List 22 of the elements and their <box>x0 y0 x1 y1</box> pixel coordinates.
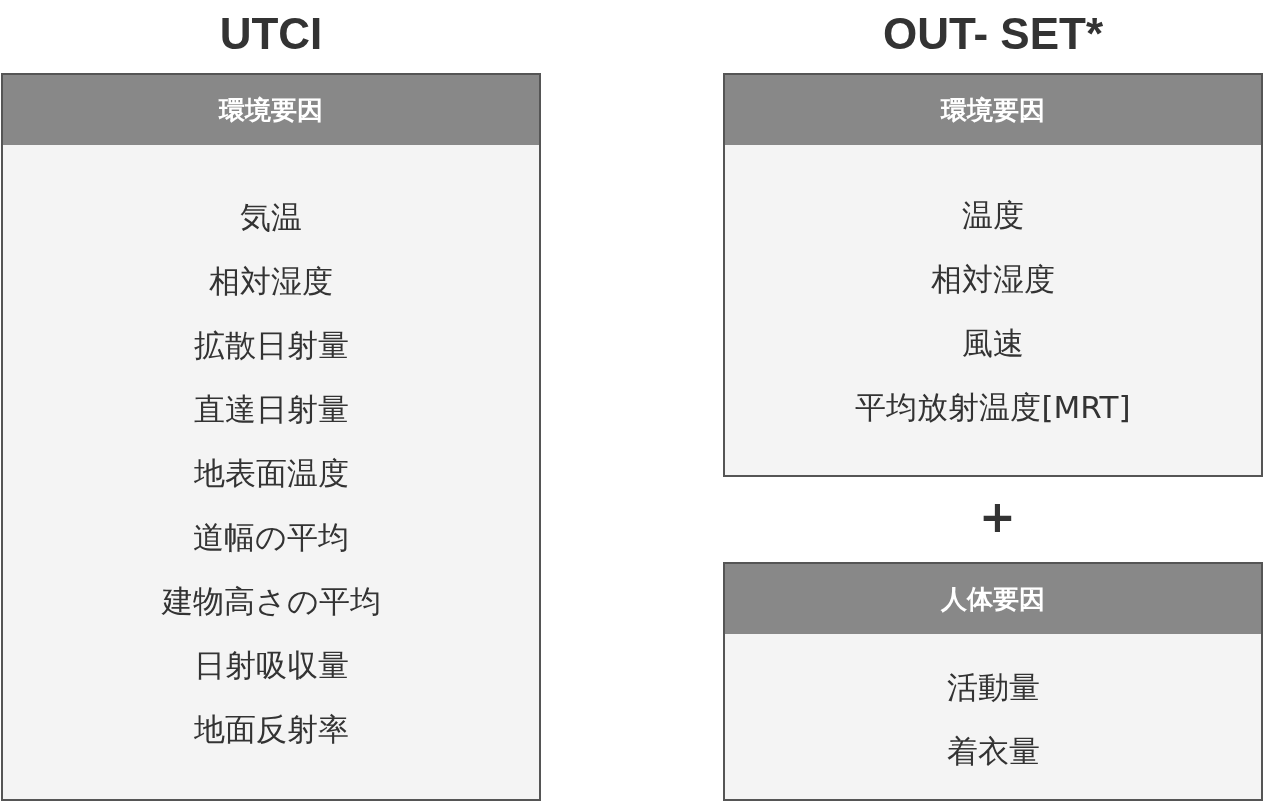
column-title: OUT- SET* <box>882 9 1104 59</box>
list-item: 活動量 <box>945 668 1041 707</box>
list-item: 着衣量 <box>945 732 1041 771</box>
list-item: 拡散日射量 <box>192 326 350 365</box>
list-item: 相対湿度 <box>208 262 334 301</box>
list-item: 風速 <box>961 324 1025 363</box>
column-title: UTCI <box>218 9 324 59</box>
list-item: 日射吸収量 <box>192 646 350 685</box>
list-item: 平均放射温度[MRT] <box>854 388 1132 427</box>
header-bar: 人体要因 <box>725 564 1261 634</box>
list-item: 直達日射量 <box>192 390 350 429</box>
list-item: 温度 <box>961 196 1025 235</box>
plus-sign: + <box>979 495 1016 539</box>
list-item: 建物高さの平均 <box>160 582 382 621</box>
header-bar: 環境要因 <box>3 75 539 145</box>
list-item: 地表面温度 <box>192 454 350 493</box>
header-bar: 環境要因 <box>725 75 1261 145</box>
list-item: 道幅の平均 <box>192 518 350 557</box>
list-item: 気温 <box>239 198 303 237</box>
list-item: 地面反射率 <box>192 710 350 749</box>
list-item: 相対湿度 <box>930 260 1056 299</box>
table-box <box>723 562 1263 801</box>
